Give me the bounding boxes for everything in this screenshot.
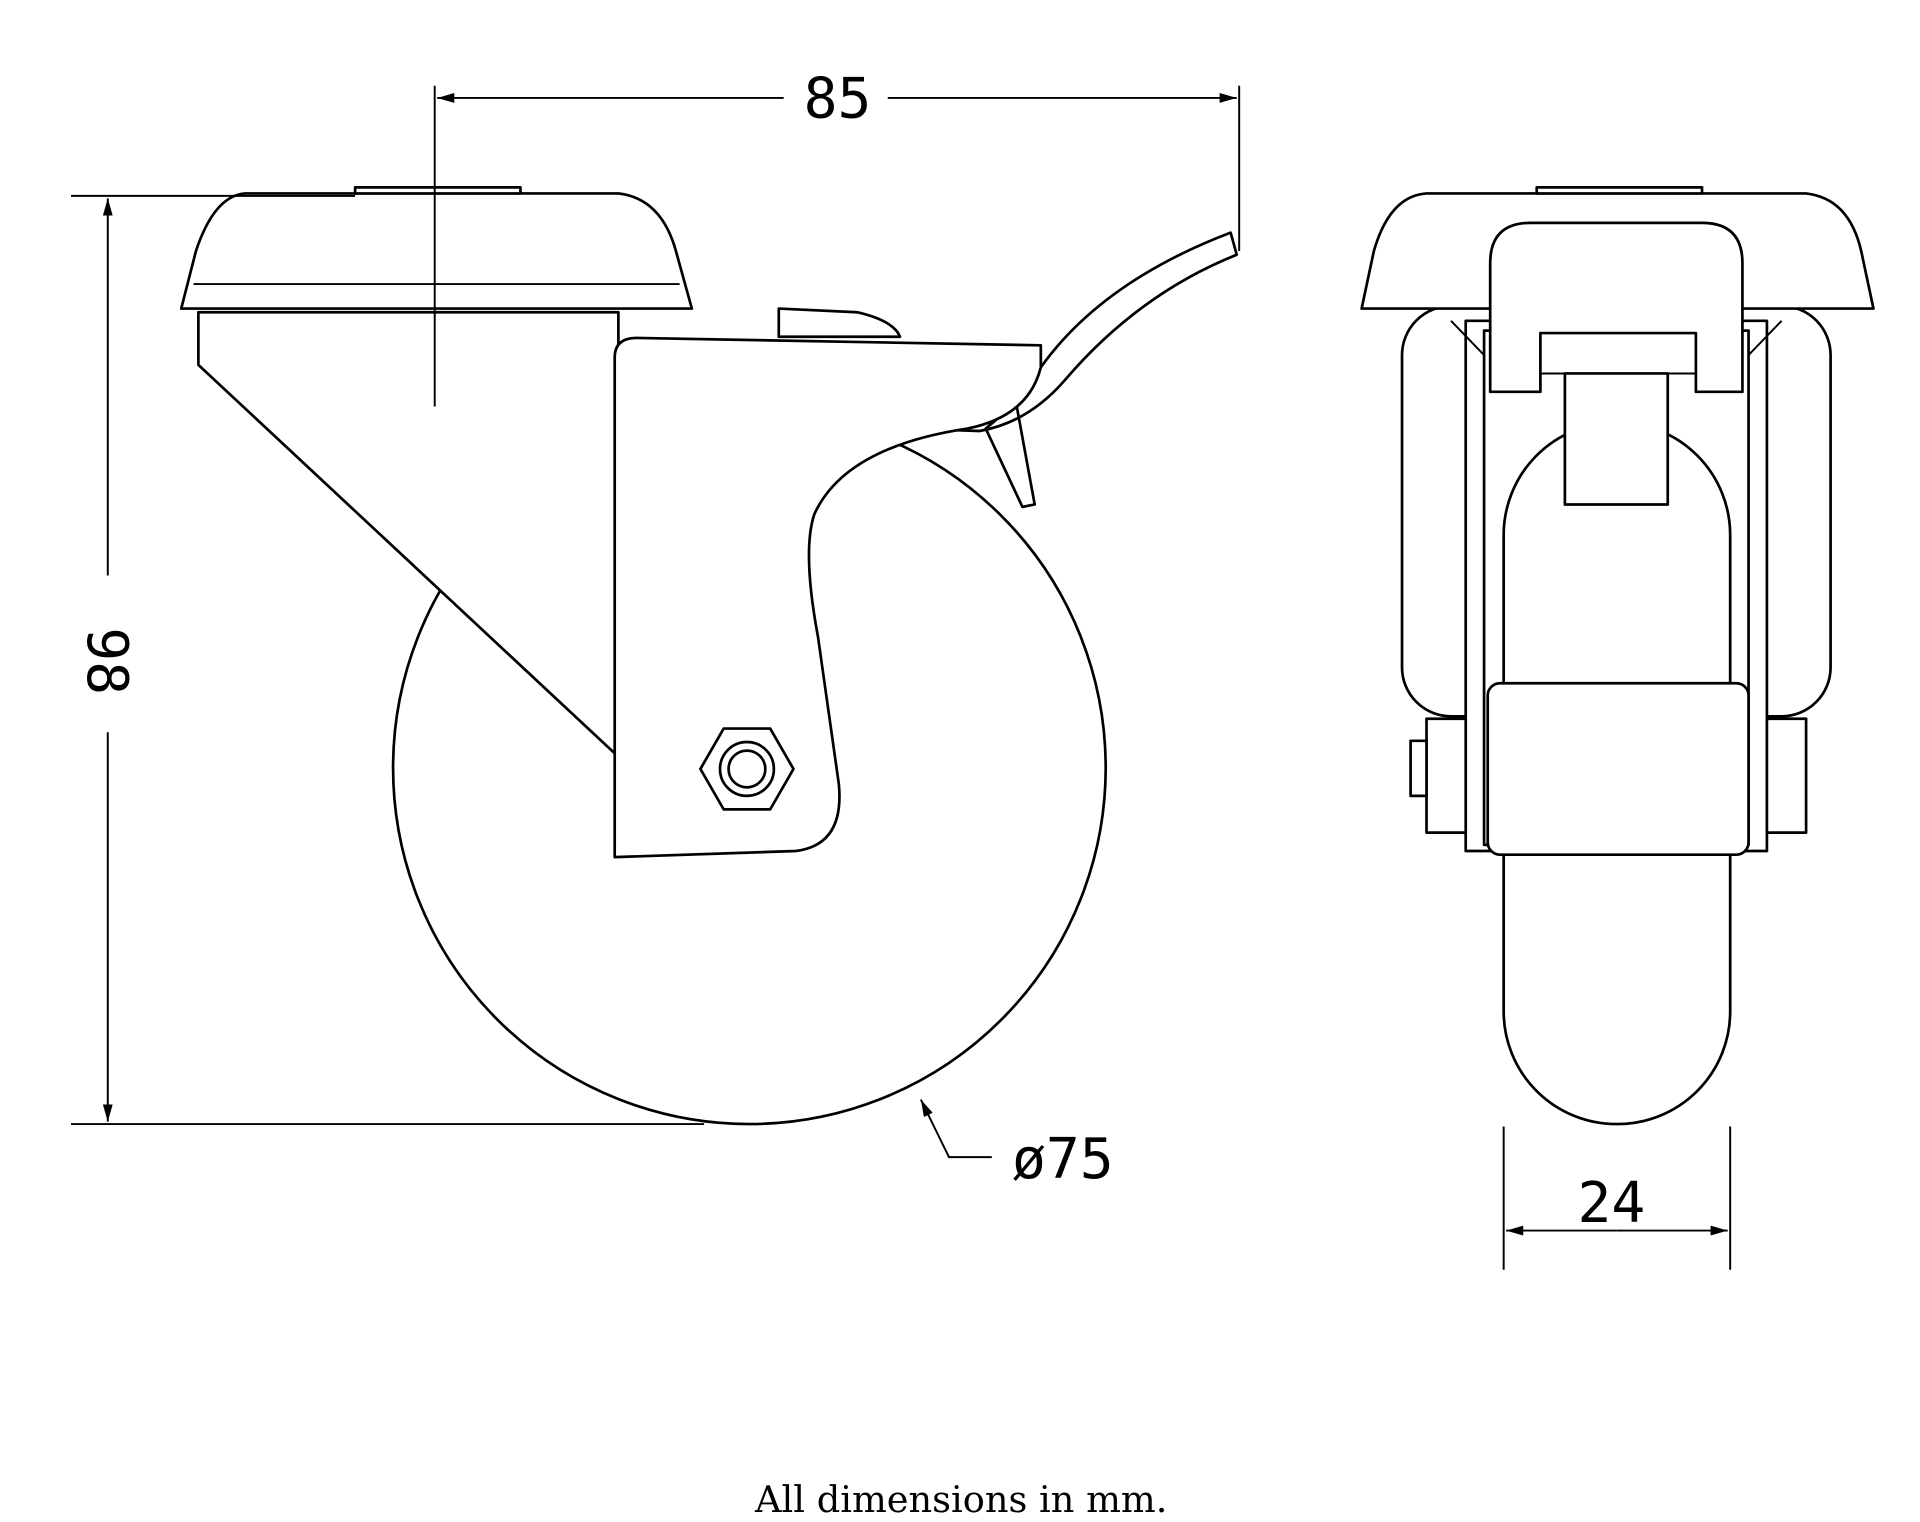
dim-24-label: 24 <box>1578 1171 1646 1236</box>
front-view <box>1360 185 1875 1126</box>
kingpin-housing <box>1488 221 1744 394</box>
dim-85: 85 <box>433 67 1241 407</box>
axle-nut-icon <box>699 727 795 811</box>
dim-85-label: 85 <box>804 67 872 132</box>
fork-leg <box>613 336 1043 859</box>
stem <box>1563 372 1670 506</box>
dim-diameter: ø75 <box>919 1099 1114 1192</box>
top-plate-side <box>179 192 694 310</box>
hub-front <box>1486 681 1750 857</box>
dim-24: 24 <box>1502 1126 1732 1270</box>
brake-pedal <box>777 307 902 339</box>
plate-boss-side <box>353 185 522 195</box>
dim-98: 98 <box>71 194 705 1126</box>
dim-98-label: 98 <box>74 627 139 695</box>
dim-diameter-label: ø75 <box>1012 1127 1114 1192</box>
side-view <box>179 185 1239 1126</box>
nut-right <box>1765 717 1808 834</box>
nut-left <box>1425 717 1468 834</box>
caption: All dimensions in mm. <box>754 1478 1167 1521</box>
